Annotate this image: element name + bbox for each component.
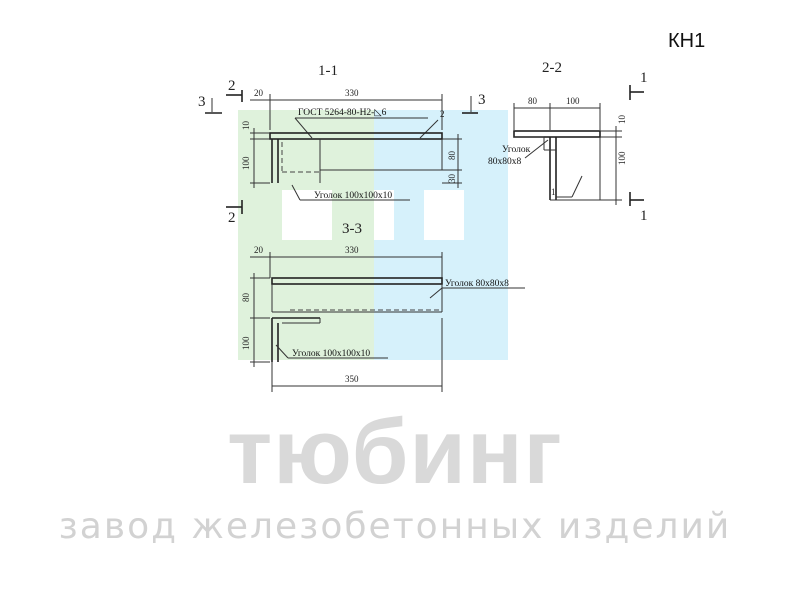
section-1-1: 1-1 330 20 ГОСТ 5264-80-Н2-◺6 2 10 100 [198,63,486,226]
dim-1-1-bottom: 30 [447,174,457,184]
watermark-cutout-left [282,190,332,240]
brand-tagline: завод железобетонных изделий [58,506,732,547]
callout-1-1-2: 2 [440,109,445,119]
dim-2-2-left: 80 [528,96,538,106]
dim-1-1-left: 20 [254,88,264,98]
angle-label-2-2-line1: Уголок [502,145,531,155]
angle-label-1-1: Уголок 100х100х10 [314,191,392,201]
section-3-3-title: 3-3 [342,221,362,237]
angle-label-2-2-line2: 80х80х8 [488,157,522,167]
watermark-cutout-right [424,190,464,240]
weld-note: ГОСТ 5264-80-Н2-◺6 [298,108,387,118]
section-3-3: 3-3 330 20 80 100 Уголок 80х80х8 Уголок … [241,221,525,392]
cut-mark-3-right: 3 [478,92,486,108]
cut-mark-1-bottom: 1 [640,208,648,224]
section-2-2: 2-2 80 100 10 100 Уголок 80х80х8 1 1 1 [488,60,648,224]
section-1-1-title: 1-1 [318,63,338,79]
dim-3-3-left: 20 [254,245,264,255]
cut-mark-3-left: 3 [198,94,206,110]
watermark-logo [238,110,508,360]
dim-1-1-overall: 330 [345,88,359,98]
watermark-gap [374,190,394,240]
brand-watermark: тюбинг [227,401,563,503]
dim-1-1-height-right: 80 [447,151,457,161]
angle-label-3-3-top: Уголок 80х80х8 [445,279,509,289]
dim-2-2-top: 10 [617,115,627,125]
dim-3-3-overall: 330 [345,245,359,255]
dim-1-1-top: 10 [241,121,251,131]
dim-2-2-height: 100 [617,151,627,165]
dim-3-3-height-bottom: 100 [241,336,251,350]
cut-mark-2-bottom: 2 [228,210,236,226]
dim-1-1-height-left: 100 [241,156,251,170]
dim-2-2-right: 100 [566,96,580,106]
cut-mark-2-top: 2 [228,78,236,94]
section-2-2-title: 2-2 [542,60,562,76]
cut-mark-1-top: 1 [640,70,648,86]
callout-2-2-1: 1 [551,187,556,197]
dim-3-3-bottom: 350 [345,374,359,384]
angle-label-3-3-bottom: Уголок 100х100х10 [292,349,370,359]
dim-3-3-height-top: 80 [241,293,251,303]
product-code: КН1 [668,30,706,52]
